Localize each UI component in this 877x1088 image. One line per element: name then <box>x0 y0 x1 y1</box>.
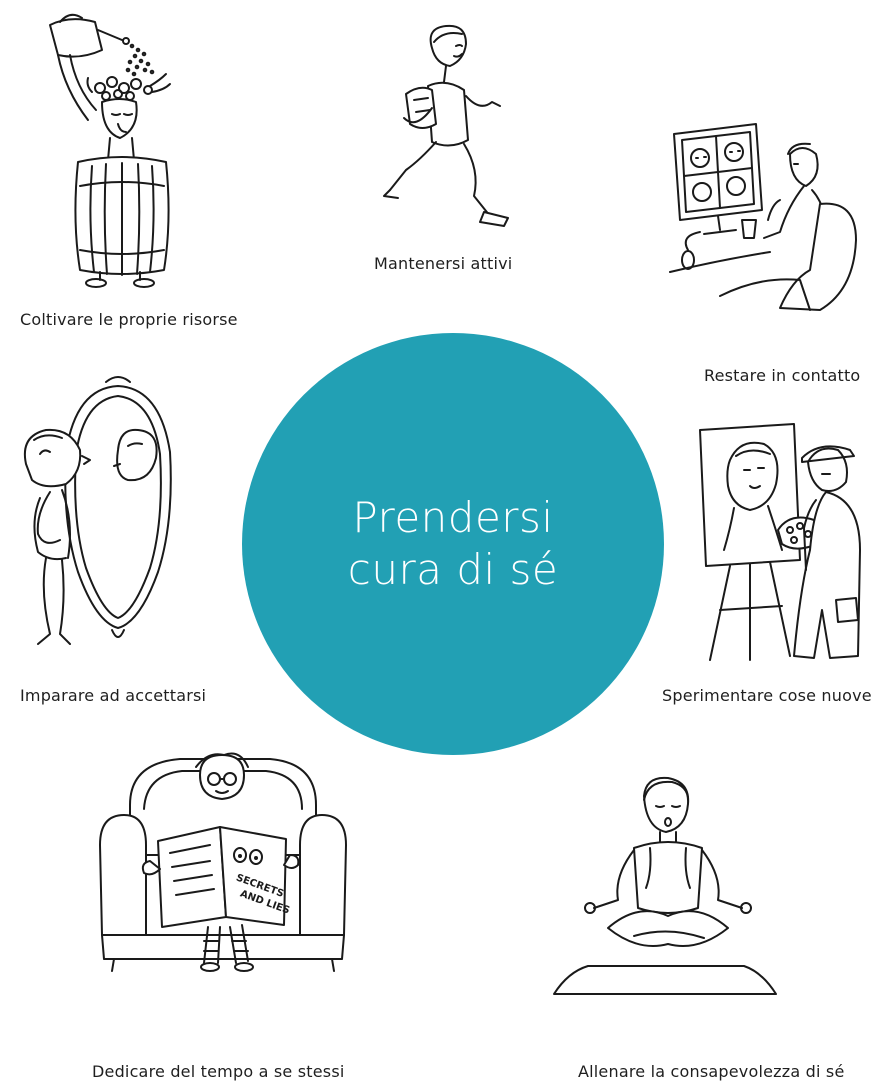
running-person-icon <box>383 24 509 227</box>
item-label-restare: Restare in contatto <box>704 366 861 385</box>
item-label-dedicare: Dedicare del tempo a se stessi <box>92 1062 345 1081</box>
item-label-allenare: Allenare la consapevolezza di sé <box>578 1062 845 1081</box>
item-label-coltivare: Coltivare le proprie risorse <box>20 310 238 329</box>
center-circle: Prendersi cura di sé <box>242 333 664 755</box>
watering-head-barrel-icon <box>49 13 171 288</box>
painter-easel-icon <box>699 423 861 661</box>
reading-armchair-icon: SECRETS AND LIES <box>99 752 347 972</box>
center-title-line-1: Prendersi <box>352 493 554 542</box>
item-label-mantenersi: Mantenersi attivi <box>374 254 513 273</box>
meditation-icon <box>553 776 777 995</box>
center-title-line-2: cura di sé <box>347 545 559 594</box>
video-call-icon <box>669 123 857 311</box>
mirror-reflection-icon <box>24 376 172 645</box>
item-label-sperimentare: Sperimentare cose nuove <box>662 686 872 705</box>
item-label-imparare: Imparare ad accettarsi <box>20 686 207 705</box>
